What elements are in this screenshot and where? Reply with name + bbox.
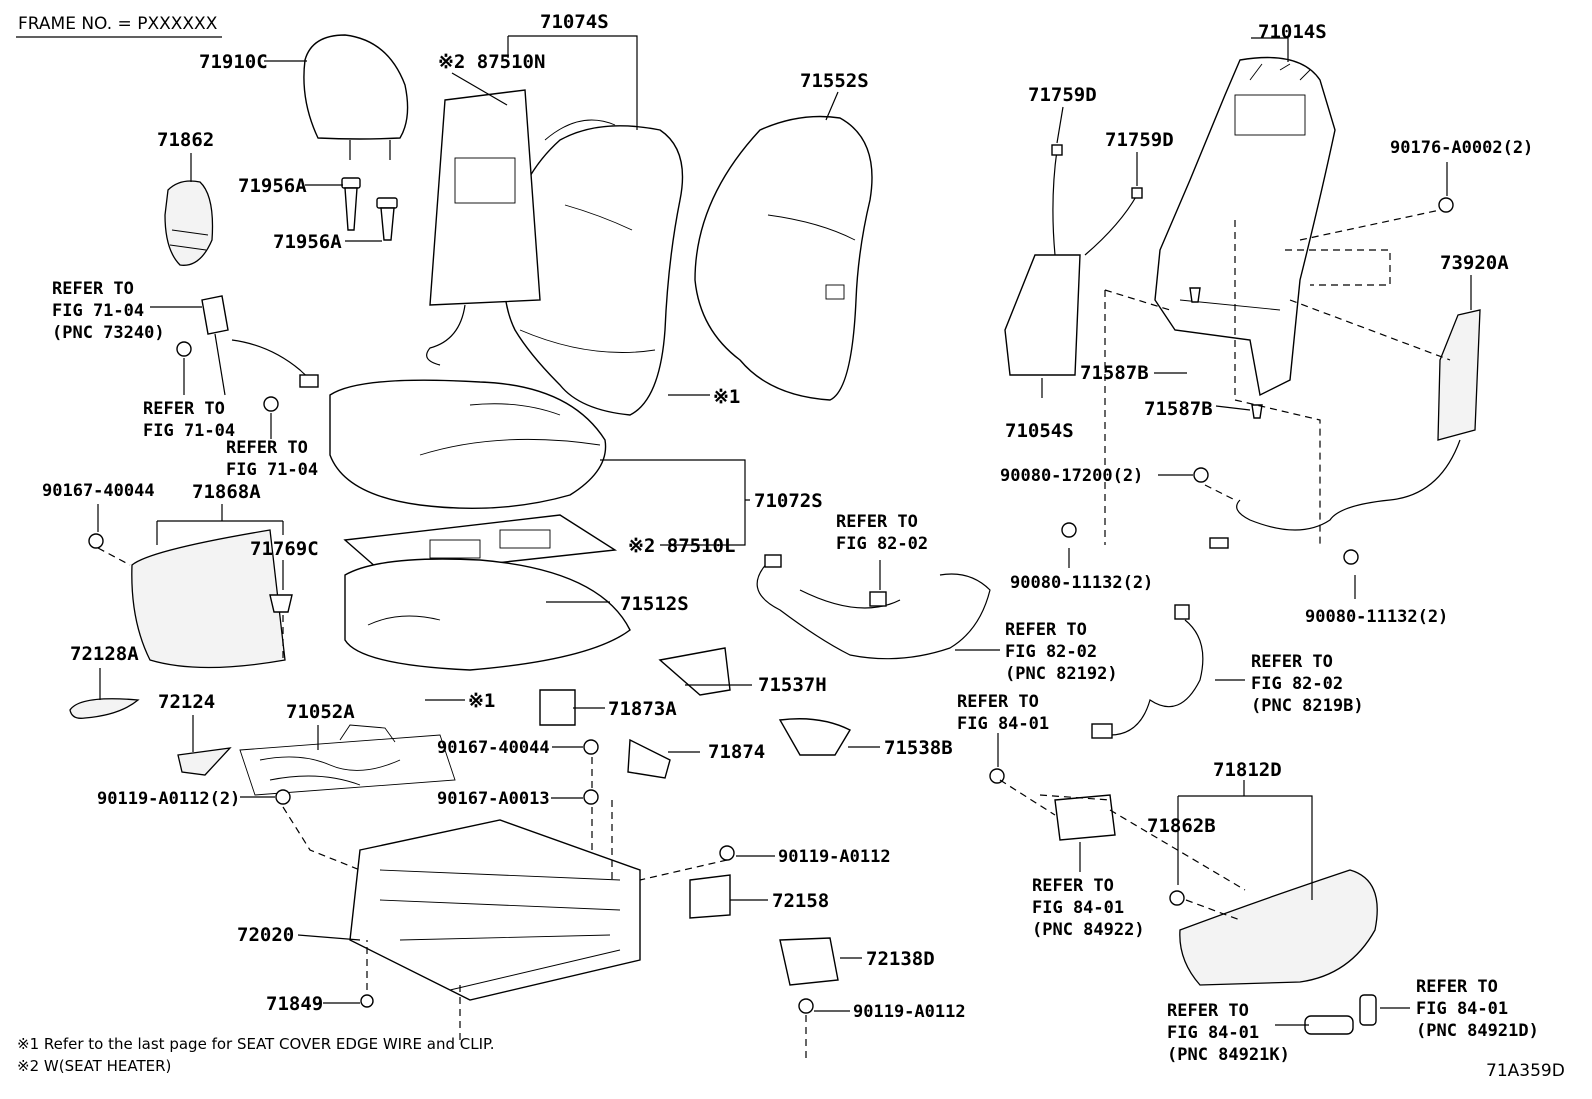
ref-fig-84-01-pnc-84921D[interactable]: REFER TO FIG 84-01 (PNC 84921D) xyxy=(1416,977,1539,1041)
seatback-frame-drawing[interactable] xyxy=(1154,56,1336,397)
bracket-71873A-drawing[interactable] xyxy=(539,689,576,726)
label-71537H[interactable]: 71537H xyxy=(758,674,827,696)
label-90167-40044-1[interactable]: 90167-40044 xyxy=(42,481,155,501)
wire-harness-drawing[interactable] xyxy=(756,554,991,660)
seat-cushion-cover-drawing[interactable] xyxy=(329,379,607,510)
label-71910C[interactable]: 71910C xyxy=(199,51,268,73)
ref-fig-82-02-pnc-82192[interactable]: REFER TO FIG 82-02 (PNC 82192) xyxy=(1005,620,1118,684)
label-mark1-b: ※1 xyxy=(468,690,495,712)
label-87510L[interactable]: ※2 87510L xyxy=(628,535,735,557)
cushion-pad-drawing[interactable] xyxy=(344,558,631,671)
ref-fig-84-01-pnc-84922[interactable]: REFER TO FIG 84-01 (PNC 84922) xyxy=(1032,876,1145,940)
harness-8219B-drawing[interactable] xyxy=(1091,604,1204,739)
ref-fig-71-04-c[interactable]: REFER TO FIG 71-04 xyxy=(226,438,318,480)
cover-71537H-drawing[interactable] xyxy=(658,647,731,696)
label-90080-11132-2[interactable]: 90080-11132(2) xyxy=(1305,607,1448,627)
cover-72124-drawing[interactable] xyxy=(177,747,232,776)
label-71873A[interactable]: 71873A xyxy=(608,698,677,720)
ref-fig-84-01-a[interactable]: REFER TO FIG 84-01 xyxy=(957,692,1049,734)
leader-lines xyxy=(97,35,1472,1026)
label-90119-A0112-b[interactable]: 90119-A0112 xyxy=(853,1002,966,1022)
cover-72158-drawing[interactable] xyxy=(689,874,731,919)
label-90167-A0013[interactable]: 90167-A0013 xyxy=(437,789,550,809)
label-72020[interactable]: 72020 xyxy=(237,924,294,946)
label-90119-A0112-2[interactable]: 90119-A0112(2) xyxy=(97,789,240,809)
label-71014S[interactable]: 71014S xyxy=(1258,21,1327,43)
label-71956A-1[interactable]: 71956A xyxy=(238,175,307,197)
label-72128A[interactable]: 72128A xyxy=(70,643,139,665)
seat-side-cover-drawing[interactable] xyxy=(1179,869,1378,986)
seat-belt-buckle-drawing[interactable] xyxy=(201,295,319,396)
label-71587B-2[interactable]: 71587B xyxy=(1144,398,1213,420)
side-shield-drawing[interactable] xyxy=(131,529,286,669)
side-airbag-drawing[interactable] xyxy=(1209,309,1481,549)
label-71862B[interactable]: 71862B xyxy=(1147,815,1216,837)
label-71054S[interactable]: 71054S xyxy=(1005,420,1074,442)
seatback-pad-drawing[interactable] xyxy=(694,115,873,401)
label-72158[interactable]: 72158 xyxy=(772,890,829,912)
cover-71538B-drawing[interactable] xyxy=(778,718,851,756)
part-labels: 71910C 71862 71956A 71956A 71074S ※2 875… xyxy=(42,11,1533,1022)
label-71868A[interactable]: 71868A xyxy=(192,481,261,503)
label-71812D[interactable]: 71812D xyxy=(1213,759,1282,781)
ref-fig-82-02-a[interactable]: REFER TO FIG 82-02 xyxy=(836,512,928,554)
label-90080-11132-1[interactable]: 90080-11132(2) xyxy=(1010,573,1153,593)
label-90176-A0002[interactable]: 90176-A0002(2) xyxy=(1390,138,1533,158)
footnote-2: ※2 W(SEAT HEATER) xyxy=(17,1057,171,1075)
knob-84921D-drawing[interactable] xyxy=(1359,994,1377,1026)
refer-to-labels: REFER TO FIG 71-04 (PNC 73240) REFER TO … xyxy=(52,279,1539,1065)
ref-fig-71-04-pnc-73240[interactable]: REFER TO FIG 71-04 (PNC 73240) xyxy=(52,279,165,343)
label-71862[interactable]: 71862 xyxy=(157,129,214,151)
label-71769C[interactable]: 71769C xyxy=(250,538,319,560)
label-71072S[interactable]: 71072S xyxy=(754,490,823,512)
ref-fig-84-01-pnc-84921K[interactable]: REFER TO FIG 84-01 (PNC 84921K) xyxy=(1167,1001,1290,1065)
label-71552S[interactable]: 71552S xyxy=(800,70,869,92)
clip-71587B-drawing[interactable] xyxy=(1189,287,1263,419)
headrest-support-drawing[interactable] xyxy=(341,177,398,241)
lumbar-support-drawing[interactable] xyxy=(1004,144,1143,376)
label-71956A-2[interactable]: 71956A xyxy=(273,231,342,253)
label-71759D-1[interactable]: 71759D xyxy=(1028,84,1097,106)
seatback-heater-drawing[interactable] xyxy=(426,89,541,366)
bracket-71874-drawing[interactable] xyxy=(627,738,671,779)
bolt-icons xyxy=(88,197,1454,1014)
dashed-guide-lines xyxy=(97,209,1451,1060)
ref-fig-71-04-b[interactable]: REFER TO FIG 71-04 xyxy=(143,399,235,441)
seat-spring-drawing[interactable] xyxy=(239,724,456,796)
knob-84921K-drawing[interactable] xyxy=(1304,1015,1354,1035)
cover-72128A-drawing[interactable] xyxy=(69,698,140,719)
seat-adjuster-drawing[interactable] xyxy=(349,819,641,1001)
label-71074S[interactable]: 71074S xyxy=(540,11,609,33)
label-72138D[interactable]: 72138D xyxy=(866,948,935,970)
label-71874[interactable]: 71874 xyxy=(708,741,765,763)
label-90119-A0112-a[interactable]: 90119-A0112 xyxy=(778,847,891,867)
label-73920A[interactable]: 73920A xyxy=(1440,252,1509,274)
headrest-drawing[interactable] xyxy=(303,34,409,160)
label-71052A[interactable]: 71052A xyxy=(286,701,355,723)
footnote-1: ※1 Refer to the last page for SEAT COVER… xyxy=(17,1035,494,1053)
label-71587B-1[interactable]: 71587B xyxy=(1080,362,1149,384)
label-90167-40044-2[interactable]: 90167-40044 xyxy=(437,738,550,758)
label-mark1-a: ※1 xyxy=(713,386,740,408)
switch-84922-drawing[interactable] xyxy=(1054,794,1116,841)
clip-drawing[interactable] xyxy=(269,594,293,613)
label-87510N[interactable]: ※2 87510N xyxy=(438,51,545,73)
ref-fig-82-02-pnc-8219B[interactable]: REFER TO FIG 82-02 (PNC 8219B) xyxy=(1251,652,1364,716)
label-71759D-2[interactable]: 71759D xyxy=(1105,129,1174,151)
label-71849[interactable]: 71849 xyxy=(266,993,323,1015)
diagram-code: 71A359D xyxy=(1486,1061,1565,1081)
label-71512S[interactable]: 71512S xyxy=(620,593,689,615)
headrest-guide-cover-drawing[interactable] xyxy=(164,180,214,266)
label-90080-17200[interactable]: 90080-17200(2) xyxy=(1000,466,1143,486)
label-71538B[interactable]: 71538B xyxy=(884,737,953,759)
frame-number: FRAME NO. = PXXXXXX xyxy=(18,14,218,34)
label-72124[interactable]: 72124 xyxy=(158,691,215,713)
cover-72138D-drawing[interactable] xyxy=(779,937,839,986)
